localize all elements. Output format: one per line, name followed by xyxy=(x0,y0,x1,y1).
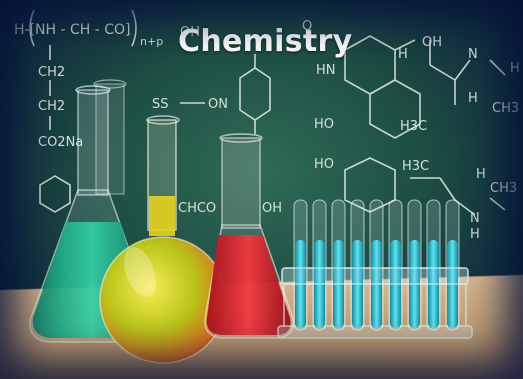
formula-hn: HN xyxy=(316,63,336,78)
formula-chco: CHCO xyxy=(178,201,216,216)
formula-oh-right: OH xyxy=(422,35,442,50)
formula-h-2: H xyxy=(468,91,478,106)
formula-oh-top: OH xyxy=(180,25,200,40)
formula-h-3: H xyxy=(510,61,520,76)
formula-ss: SS xyxy=(152,97,169,112)
formula-h-1: H xyxy=(398,47,408,62)
formula-h3c-1: H3C xyxy=(400,119,427,134)
chalk-structures xyxy=(29,9,506,216)
formula-ho-2: HO xyxy=(314,157,334,172)
formula-ch2-b: CH2 xyxy=(38,99,65,114)
formula-o-top: O xyxy=(302,19,312,34)
test-tube-rack xyxy=(277,199,473,339)
formula-oh-mid: OH xyxy=(262,201,282,216)
clear-flask xyxy=(93,79,127,195)
test-tubes xyxy=(293,199,460,331)
formula-ch3-b: CH3 xyxy=(490,181,517,196)
formula-ho-1: HO xyxy=(314,117,334,132)
formula-h-5: H xyxy=(470,227,480,242)
formula-ch2-a: CH2 xyxy=(38,65,65,80)
red-flask xyxy=(204,133,295,339)
formula-n-2: N xyxy=(470,211,480,226)
yellow-flask xyxy=(99,115,227,364)
formula-ch3-a: CH3 xyxy=(492,101,519,116)
formula-h3c-2: H3C xyxy=(402,159,429,174)
formula-subscript: n+p xyxy=(140,35,163,48)
page-title: Chemistry xyxy=(178,24,353,59)
formula-h-4: H xyxy=(476,167,486,182)
formula-co2na: CO2Na xyxy=(38,135,83,150)
formula-on: ON xyxy=(208,97,228,112)
formula-peptide: H-[NH - CH - CO] xyxy=(14,22,131,38)
formula-n-1: N xyxy=(468,47,478,62)
